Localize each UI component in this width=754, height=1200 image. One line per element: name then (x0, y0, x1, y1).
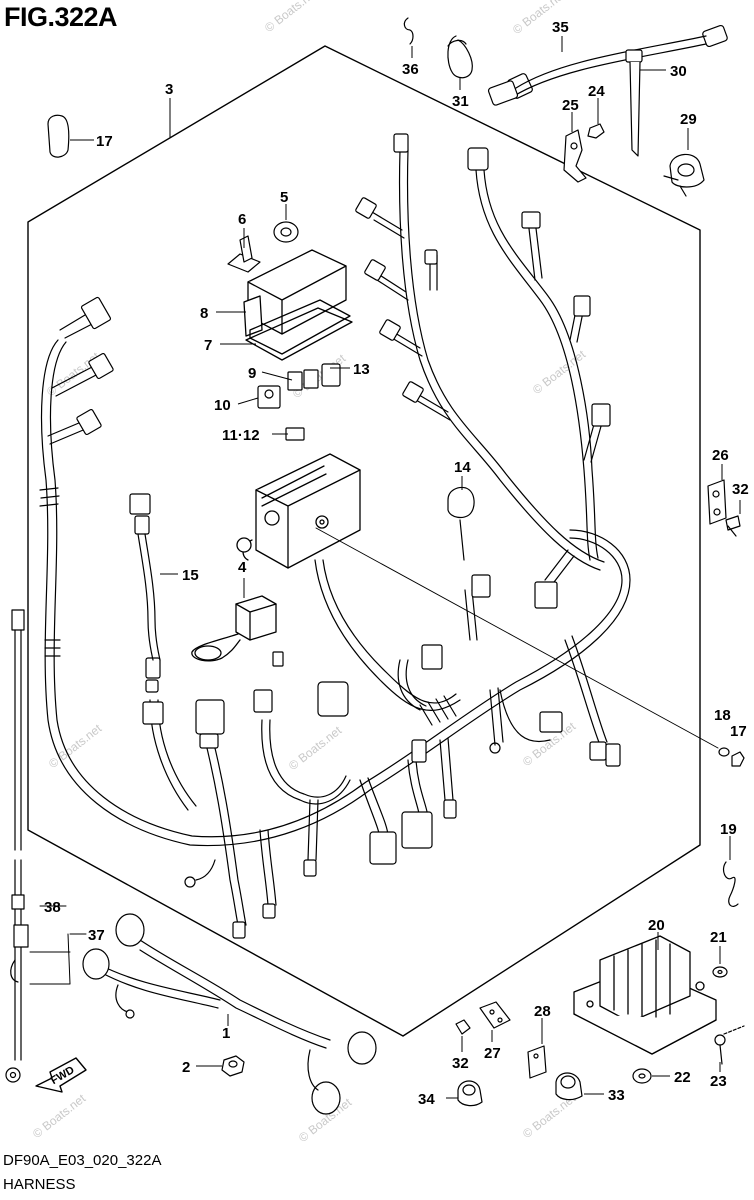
nut-2 (221, 1055, 245, 1077)
figure-name: HARNESS (3, 1176, 76, 1193)
callout-15: 15 (182, 567, 199, 584)
harness-15 (137, 533, 161, 661)
plate-26 (707, 479, 741, 537)
callout-26: 26 (712, 447, 729, 464)
callout-32-upper: 32 (732, 481, 749, 498)
callout-1: 1 (222, 1025, 230, 1042)
callout-8: 8 (200, 305, 208, 322)
callout-30: 30 (670, 63, 687, 80)
clips-top (403, 17, 707, 106)
grommet-5 (273, 221, 299, 243)
callout-36: 36 (402, 61, 419, 78)
junction-box (236, 453, 361, 569)
callout-9: 9 (248, 365, 256, 382)
upper-harness (371, 149, 606, 587)
cable-tie-30 (625, 49, 643, 157)
plates-27-28 (455, 1001, 547, 1079)
clip-6 (227, 235, 261, 273)
callout-35: 35 (552, 19, 569, 36)
callout-bracket-37 (29, 905, 87, 985)
callout-16: 17 (96, 133, 113, 150)
relays-9-13 (257, 363, 341, 441)
callout-31: 31 (452, 93, 469, 110)
callout-3: 3 (165, 81, 173, 98)
callout-37: 37 (88, 927, 105, 944)
hardware-21-23 (632, 966, 745, 1084)
callout-18: 18 (714, 707, 731, 724)
callout-25: 25 (562, 97, 579, 114)
callout-17: 17 (730, 723, 747, 740)
figure-title: FIG.322A (4, 2, 118, 32)
sensor-4 (191, 595, 277, 662)
callout-23: 23 (710, 1073, 727, 1090)
long-cable (5, 609, 29, 1083)
callout-leaders (70, 36, 741, 1099)
harness-1 (82, 913, 377, 1115)
nut-17-18 (718, 747, 745, 767)
callout-38: 38 (44, 899, 61, 916)
callout-14: 14 (454, 459, 471, 476)
bracket-20 (573, 935, 717, 1055)
assembly-boundary (27, 45, 701, 1037)
callout-33: 33 (608, 1087, 625, 1104)
callout-10: 10 (214, 397, 231, 414)
clamp-29 (663, 153, 705, 197)
callout-2: 2 (182, 1059, 190, 1076)
callout-5: 5 (280, 189, 288, 206)
callout-labels: 3 17 5 6 8 7 9 13 10 11·12 14 15 4 36 31… (44, 19, 749, 1108)
clamps-33-34 (457, 1072, 583, 1107)
cap-16 (47, 114, 70, 158)
callout-4: 4 (238, 559, 247, 576)
callout-6: 6 (238, 211, 246, 228)
callout-32-lower: 32 (452, 1055, 469, 1072)
main-harness (39, 311, 631, 847)
callout-20: 20 (648, 917, 665, 934)
callout-13: 13 (353, 361, 370, 378)
callout-29: 29 (680, 111, 697, 128)
callout-19: 19 (720, 821, 737, 838)
callout-21: 21 (710, 929, 727, 946)
callout-11-12: 11·12 (222, 427, 260, 444)
callout-7: 7 (204, 337, 212, 354)
bracket-25 (563, 123, 605, 183)
cap-14 (447, 486, 475, 561)
fwd-arrow (35, 1057, 87, 1093)
callout-22: 22 (674, 1069, 691, 1086)
callout-34: 34 (418, 1091, 435, 1108)
fuse-box (243, 249, 353, 361)
clip-19 (722, 861, 739, 908)
callout-27: 27 (484, 1045, 501, 1062)
callout-24: 24 (588, 83, 605, 100)
callout-28: 28 (534, 1003, 551, 1020)
figure-code: DF90A_E03_020_322A (3, 1152, 162, 1169)
connectors (76, 24, 728, 939)
leader-line (315, 527, 719, 749)
